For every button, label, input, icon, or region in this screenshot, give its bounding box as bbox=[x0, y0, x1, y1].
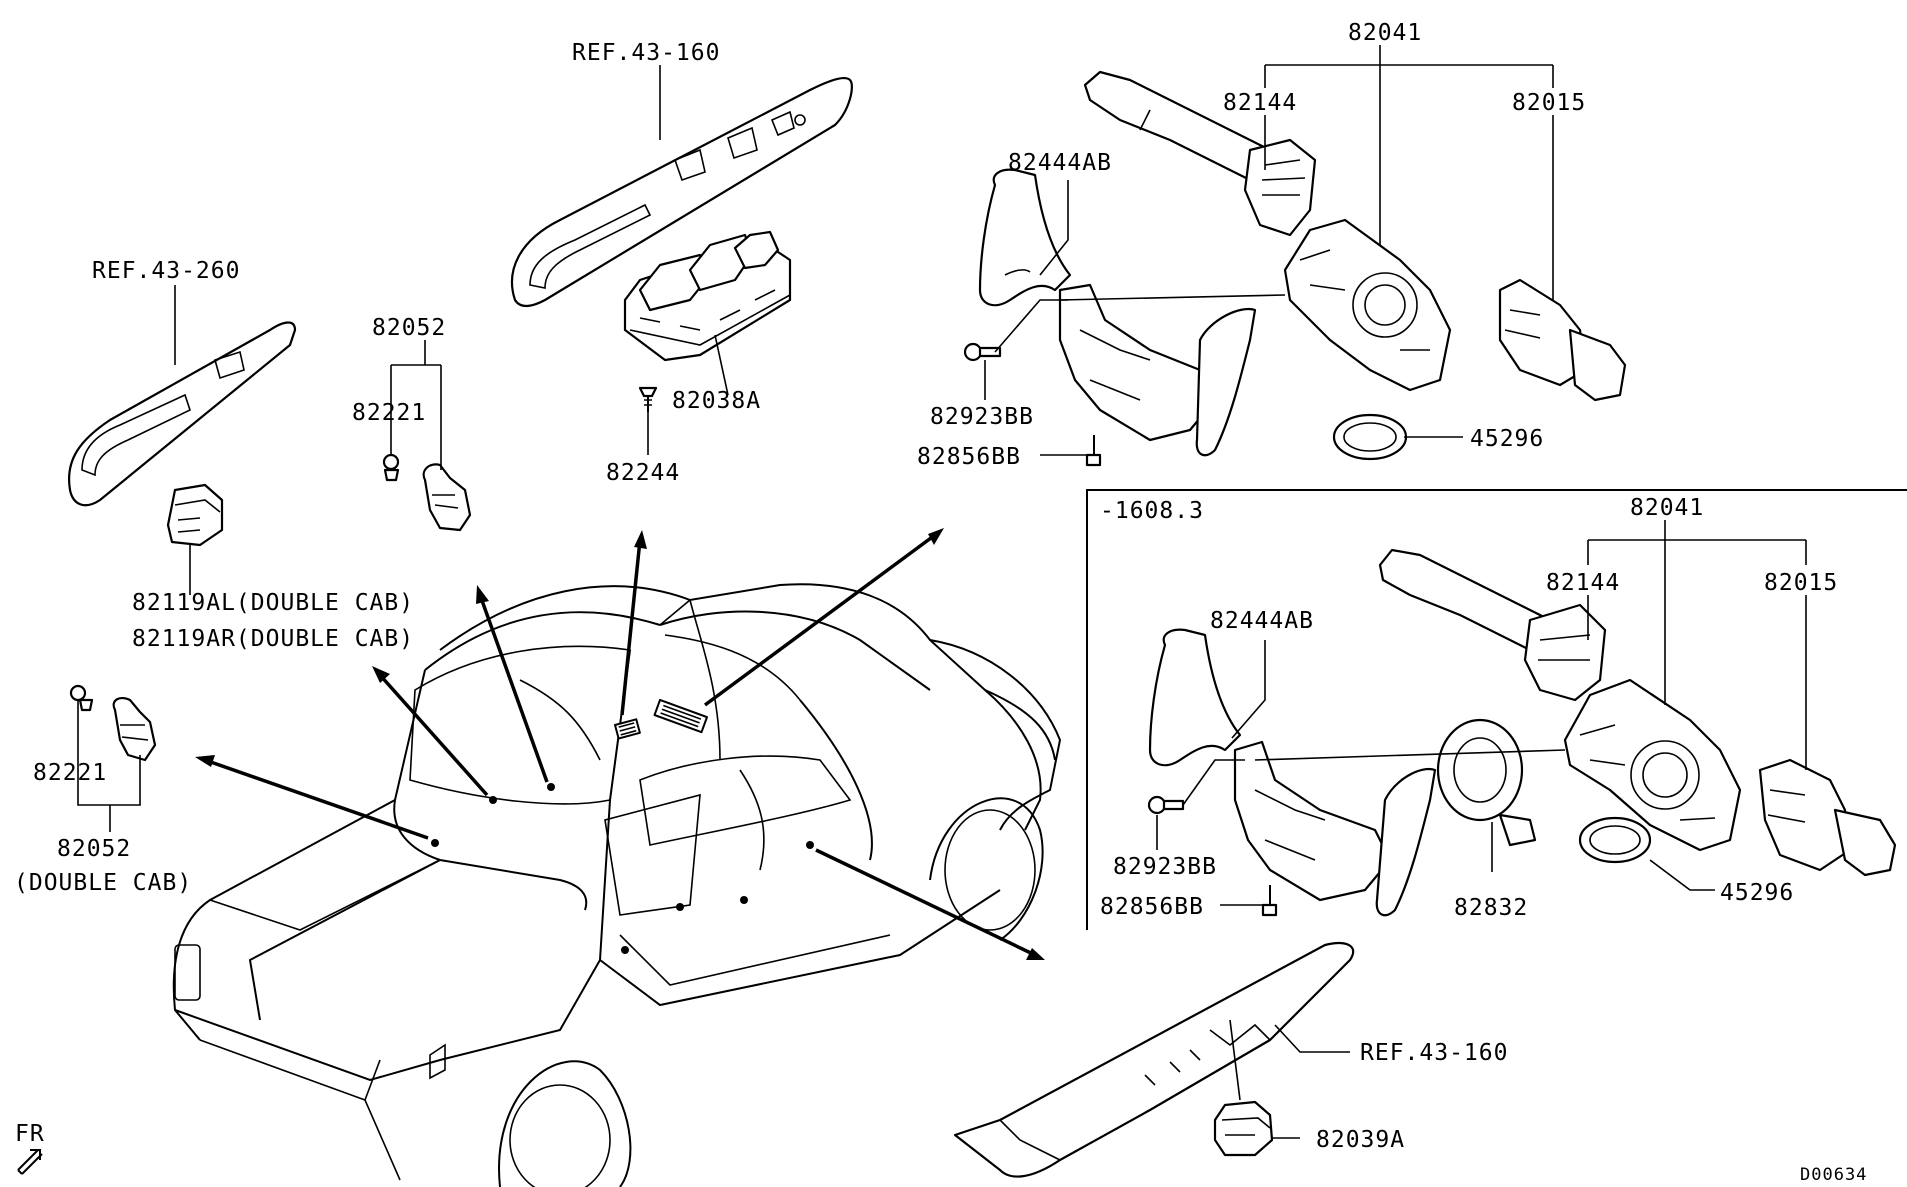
part-82144-box-label: 82144 bbox=[1546, 570, 1620, 596]
part-82856BB-box-label: 82856BB bbox=[1100, 894, 1204, 920]
part-82444AB-top-label: 82444AB bbox=[1008, 150, 1112, 176]
part-82041-top-label: 82041 bbox=[1348, 20, 1422, 46]
part-82039A-label: 82039A bbox=[1316, 1127, 1405, 1153]
ref-43-260-label: REF.43-260 bbox=[92, 258, 240, 284]
sensor-82052-lower bbox=[69, 684, 157, 762]
part-82041-box-label: 82041 bbox=[1630, 495, 1704, 521]
combination-switch-inset bbox=[1147, 548, 1897, 917]
variant-range-label: -1608.3 bbox=[1100, 498, 1204, 524]
front-direction-arrow-icon bbox=[17, 1149, 43, 1175]
ref-43-160-bottom-label: REF.43-160 bbox=[1360, 1040, 1508, 1066]
part-82856BB-top-label: 82856BB bbox=[917, 444, 1021, 470]
part-82144-top-label: 82144 bbox=[1223, 90, 1297, 116]
part-82052-lower-label: 82052 bbox=[57, 836, 131, 862]
part-45296-top-label: 45296 bbox=[1470, 426, 1544, 452]
sensor-82052-upper bbox=[382, 453, 472, 532]
part-82244-label: 82244 bbox=[606, 460, 680, 486]
part-82015-box-label: 82015 bbox=[1764, 570, 1838, 596]
part-82052-upper-label: 82052 bbox=[372, 315, 446, 341]
front-direction-label: FR bbox=[15, 1121, 45, 1147]
ref-43-160-top-label: REF.43-160 bbox=[572, 40, 720, 66]
part-82832-label: 82832 bbox=[1454, 895, 1528, 921]
part-82015-top-label: 82015 bbox=[1512, 90, 1586, 116]
part-82119AL-label: 82119AL(DOUBLE CAB) bbox=[132, 590, 414, 616]
part-82923BB-top-label: 82923BB bbox=[930, 404, 1034, 430]
passenger-window-switch bbox=[166, 483, 224, 547]
part-82923BB-box-label: 82923BB bbox=[1113, 854, 1217, 880]
driver-window-switch-assembly bbox=[623, 230, 792, 362]
driver-door-trim-panel bbox=[510, 76, 853, 308]
part-labels: REF.43-160 REF.43-260 82052 82221 82119A… bbox=[14, 20, 1867, 1185]
pointer-arrows bbox=[195, 528, 1045, 960]
double-cab-note-label: (DOUBLE CAB) bbox=[14, 870, 192, 896]
vehicle-outline bbox=[172, 583, 1062, 1187]
passenger-door-trim-panel bbox=[67, 321, 297, 507]
diagram-code-label: D00634 bbox=[1800, 1165, 1867, 1185]
part-82221-upper-label: 82221 bbox=[352, 400, 426, 426]
rear-door-trim-panel bbox=[953, 942, 1355, 1178]
part-82221-lower-label: 82221 bbox=[33, 760, 107, 786]
part-82444AB-box-label: 82444AB bbox=[1210, 608, 1314, 634]
leader-lines bbox=[77, 45, 1807, 1139]
part-45296-box-label: 45296 bbox=[1720, 880, 1794, 906]
screw-82244 bbox=[638, 386, 658, 412]
rear-window-switch bbox=[1213, 1100, 1274, 1157]
part-82119AR-label: 82119AR(DOUBLE CAB) bbox=[132, 626, 414, 652]
variant-inset-box bbox=[1086, 489, 1907, 930]
combination-switch-top bbox=[963, 70, 1627, 467]
part-82038A-label: 82038A bbox=[672, 388, 761, 414]
